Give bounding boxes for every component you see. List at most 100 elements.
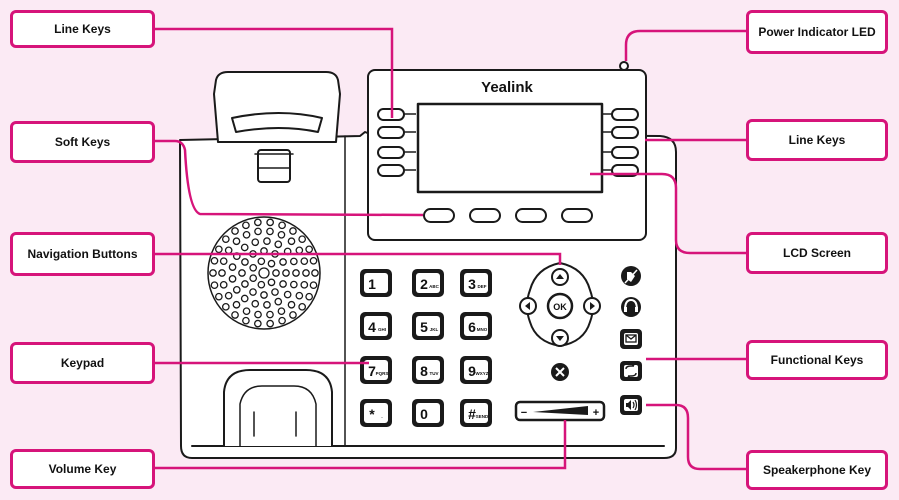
callout-keypad: Keypad bbox=[10, 342, 155, 384]
cancel-button[interactable] bbox=[551, 363, 569, 381]
handset-top bbox=[213, 71, 341, 143]
key-digit: 4 bbox=[368, 319, 376, 335]
ok-button[interactable]: OK bbox=[546, 292, 574, 320]
leader-volume bbox=[155, 420, 567, 470]
speaker-hole bbox=[277, 307, 286, 316]
speaker-hole bbox=[309, 256, 318, 265]
redial-icon bbox=[625, 363, 637, 379]
speaker-hole bbox=[278, 316, 286, 325]
speaker-hole bbox=[274, 297, 283, 306]
speaker-hole bbox=[257, 280, 266, 289]
keypad-key[interactable]: #SEND bbox=[460, 399, 492, 427]
speaker-hole bbox=[214, 292, 223, 301]
nav-left-button[interactable] bbox=[519, 297, 537, 315]
speaker-hole bbox=[266, 227, 274, 236]
speaker-hole bbox=[309, 281, 318, 290]
ok-label: OK bbox=[553, 302, 567, 312]
speaker-hole bbox=[228, 275, 237, 283]
speaker-hole bbox=[231, 311, 239, 319]
arrow-icon bbox=[556, 274, 564, 279]
key-face bbox=[624, 365, 638, 377]
speaker-hole bbox=[292, 269, 300, 277]
key-face bbox=[416, 360, 440, 380]
speaker-hole bbox=[279, 258, 287, 266]
key-digit: * bbox=[369, 406, 375, 422]
volume-plus: + bbox=[593, 407, 599, 419]
line-key[interactable] bbox=[377, 164, 405, 177]
speaker-hole bbox=[254, 319, 262, 328]
leader-soft-keys bbox=[155, 139, 424, 217]
speaker-hole bbox=[282, 269, 290, 277]
speaker-hole bbox=[289, 280, 298, 289]
speaker-hole bbox=[283, 290, 292, 299]
line-key[interactable] bbox=[611, 108, 639, 121]
close-icon bbox=[555, 367, 565, 377]
functional-key[interactable] bbox=[620, 361, 642, 381]
key-digit: 3 bbox=[468, 276, 476, 292]
keypad-key[interactable]: 1 bbox=[360, 269, 392, 297]
keypad-key[interactable]: 0 bbox=[412, 399, 444, 427]
line-key[interactable] bbox=[377, 126, 405, 139]
callout-soft-keys: Soft Keys bbox=[10, 121, 155, 163]
speaker-hole bbox=[249, 288, 257, 296]
speaker-hole bbox=[241, 280, 249, 288]
speaker-icon bbox=[626, 399, 638, 411]
speaker-hole bbox=[279, 280, 287, 288]
volume-minus: − bbox=[521, 407, 527, 419]
speaker-hole bbox=[254, 310, 262, 319]
speaker-hole bbox=[240, 243, 249, 252]
line-key[interactable] bbox=[377, 146, 405, 159]
soft-key[interactable] bbox=[561, 208, 593, 223]
speaker-hole bbox=[240, 294, 249, 303]
key-face bbox=[464, 316, 488, 336]
speaker-hole bbox=[260, 291, 268, 299]
message-icon bbox=[625, 334, 637, 343]
speaker-hole bbox=[218, 269, 226, 277]
functional-key[interactable] bbox=[621, 297, 641, 317]
line-key[interactable] bbox=[611, 146, 639, 159]
functional-key[interactable] bbox=[620, 329, 642, 349]
speaker-hole bbox=[266, 310, 274, 319]
speaker-hole bbox=[219, 280, 228, 289]
lcd-screen bbox=[416, 102, 604, 194]
speakerphone-key[interactable] bbox=[620, 395, 642, 415]
speaker-hole bbox=[272, 269, 280, 277]
volume-key[interactable]: −+ bbox=[514, 400, 606, 422]
key-face bbox=[364, 273, 388, 293]
speaker-hole bbox=[300, 257, 309, 266]
nav-down-button[interactable] bbox=[551, 329, 569, 347]
speaker-hole bbox=[242, 307, 251, 316]
speaker-hole bbox=[242, 221, 250, 230]
speaker-hole bbox=[289, 311, 297, 319]
soft-key[interactable] bbox=[423, 208, 455, 223]
brand-logo: Yealink bbox=[481, 79, 533, 96]
speaker-hole bbox=[254, 227, 262, 236]
speaker-hole bbox=[277, 230, 286, 239]
keypad-key[interactable]: *. bbox=[360, 399, 392, 427]
key-face bbox=[416, 403, 440, 423]
speaker-hole bbox=[271, 288, 279, 296]
callout-functional-keys: Functional Keys bbox=[746, 340, 888, 380]
soft-key[interactable] bbox=[469, 208, 501, 223]
leader-speakerphone bbox=[646, 403, 746, 471]
nav-up-button[interactable] bbox=[551, 268, 569, 286]
speaker-hole bbox=[228, 263, 237, 271]
soft-key[interactable] bbox=[515, 208, 547, 223]
key-face bbox=[364, 316, 388, 336]
arrow-icon bbox=[556, 336, 564, 341]
callout-line-keys-left: Line Keys bbox=[10, 10, 155, 48]
line-key[interactable] bbox=[611, 126, 639, 139]
nav-right-button[interactable] bbox=[583, 297, 601, 315]
speaker-hole bbox=[274, 240, 283, 249]
speaker-hole bbox=[221, 235, 230, 244]
functional-key[interactable] bbox=[621, 266, 641, 286]
ok-frame bbox=[546, 292, 574, 320]
